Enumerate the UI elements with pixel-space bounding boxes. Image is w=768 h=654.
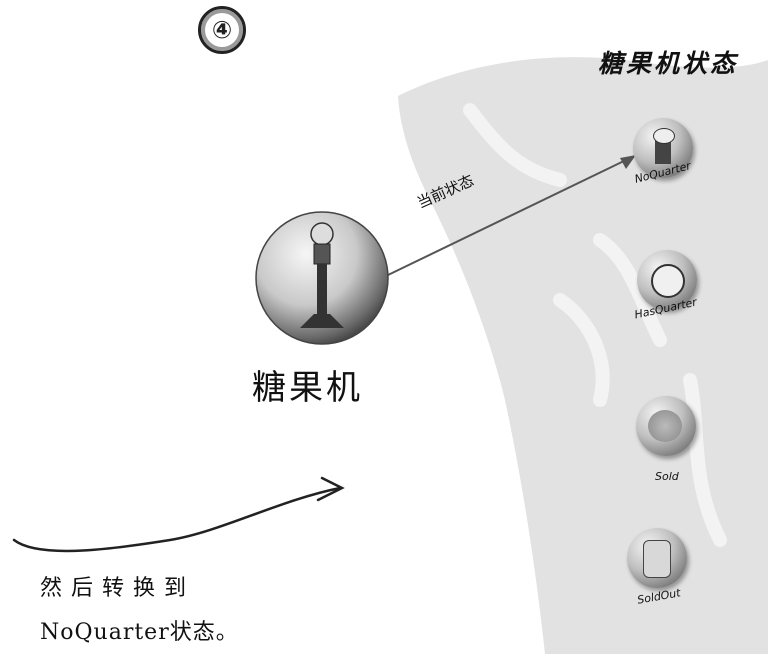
gumball-machine-label: 糖果机 <box>252 368 363 408</box>
state-sold-out-icon <box>627 528 687 588</box>
caption-line-2: NoQuarter状态。 <box>40 620 239 645</box>
current-state-arrow <box>387 155 636 276</box>
step-number-badge: ④ <box>198 6 246 54</box>
panel-watermark <box>463 103 727 547</box>
state-sold-icon <box>636 396 696 456</box>
states-panel-title: 糖果机状态 <box>598 49 739 78</box>
transition-hint-arrow <box>12 476 345 553</box>
state-has-quarter-icon <box>637 250 697 310</box>
gumball-machine-icon <box>255 211 389 345</box>
caption-line-1: 然 后 转 换 到 <box>40 576 187 601</box>
state-sold-label: Sold <box>655 470 679 483</box>
states-panel-background <box>398 57 768 654</box>
state-no-quarter-icon <box>633 118 693 178</box>
